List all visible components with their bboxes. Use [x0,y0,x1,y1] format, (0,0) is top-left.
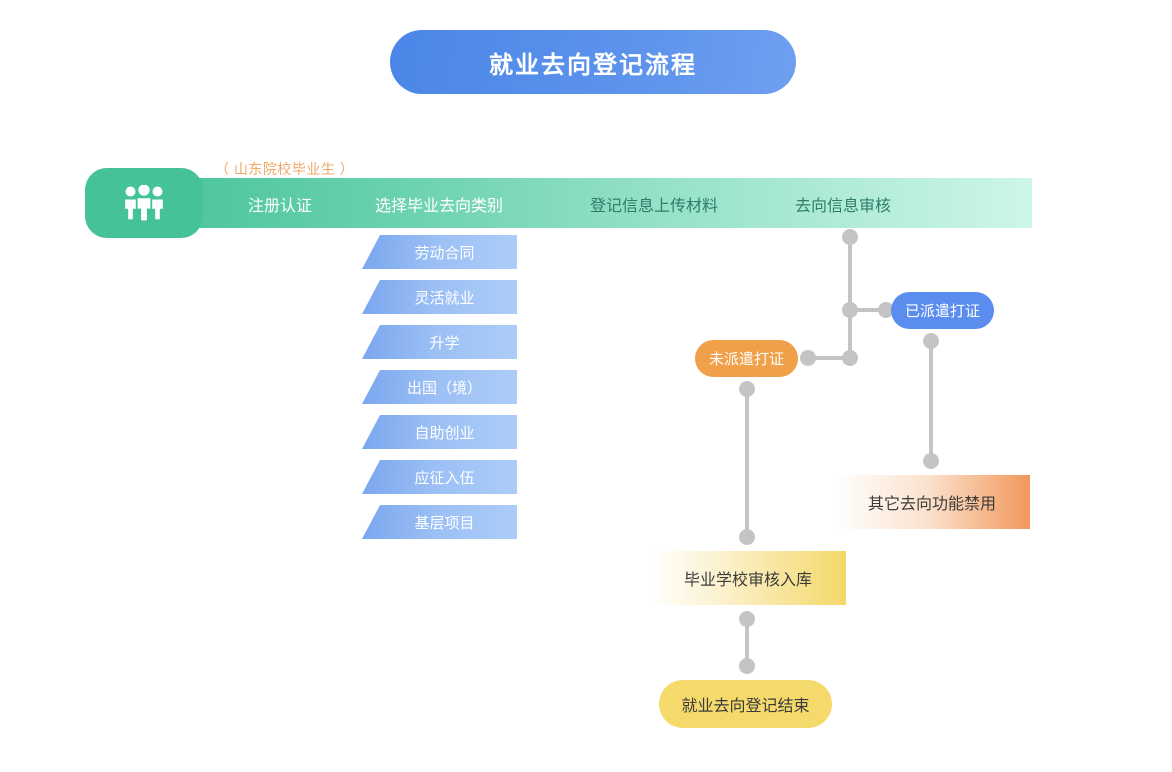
category-item-military[interactable]: 应征入伍 [362,460,517,494]
process-step-bar [140,178,1032,228]
category-label: 基层项目 [414,514,475,532]
category-item-overseas[interactable]: 出国（境） [362,370,517,404]
page-title-text: 就业去向登记流程 [489,51,697,79]
category-item-grassroots-project[interactable]: 基层项目 [362,505,517,539]
node-school-review: 毕业学校审核入库 [650,551,846,605]
connector-dot [739,658,755,674]
page-title: 就业去向登记流程 [390,30,796,94]
category-label: 自助创业 [414,424,475,442]
connector-dot [800,350,816,366]
node-unassigned-dispatch[interactable]: 未派遣打证 [695,340,798,377]
category-item-self-employment[interactable]: 自助创业 [362,415,517,449]
category-label: 出国（境） [406,379,482,397]
node-label: 其它去向功能禁用 [867,496,996,513]
connector-dot [923,453,939,469]
node-label: 毕业学校审核入库 [683,572,812,589]
step-label-review[interactable]: 去向信息审核 [795,198,892,215]
node-other-destination-disabled: 其它去向功能禁用 [834,475,1030,529]
connector-dot [739,529,755,545]
category-label: 劳动合同 [414,244,475,262]
step-label-choose-category[interactable]: 选择毕业去向类别 [375,198,504,215]
category-label: 应征入伍 [414,469,475,487]
step-label-upload-materials[interactable]: 登记信息上传材料 [590,198,719,215]
connector-dot [842,302,858,318]
connector-dot [842,350,858,366]
graduate-group-pod [85,168,203,238]
node-label: 就业去向登记结束 [681,698,810,715]
connector-dot [739,611,755,627]
audience-note: （ 山东院校毕业生 ） [215,161,355,177]
category-item-flexible-employment[interactable]: 灵活就业 [362,280,517,314]
category-item-labor-contract[interactable]: 劳动合同 [362,235,517,269]
node-registration-end: 就业去向登记结束 [659,680,832,728]
connector-dot [842,229,858,245]
category-label: 升学 [429,334,460,352]
step-label-register[interactable]: 注册认证 [248,198,313,215]
connector-dot [923,333,939,349]
group-people-icon [125,185,163,221]
node-label: 未派遣打证 [708,351,784,368]
node-assigned-dispatch[interactable]: 已派遣打证 [891,292,994,329]
category-label: 灵活就业 [414,289,475,307]
node-label: 已派遣打证 [904,303,980,320]
connector-dot [739,381,755,397]
category-item-further-study[interactable]: 升学 [362,325,517,359]
